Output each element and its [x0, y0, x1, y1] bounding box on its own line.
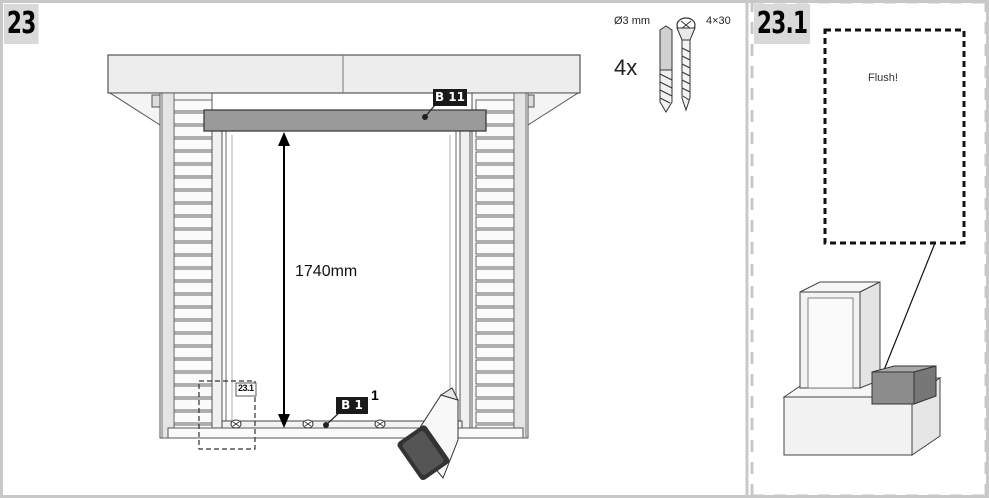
- main-illustration: [107, 17, 696, 481]
- pencil-icon: [397, 387, 459, 481]
- quantity-label: 4x: [614, 55, 638, 80]
- step-number: 23: [4, 4, 39, 44]
- magnify-frame: [823, 28, 966, 245]
- right-wall: [459, 92, 529, 439]
- drill-size-label: Ø3 mm: [614, 15, 651, 27]
- part-tag-b1: B 1: [336, 397, 368, 414]
- screw-icon: [676, 17, 696, 112]
- flush-note: Flush!: [868, 72, 898, 84]
- detail-callout-box: [198, 380, 256, 450]
- part-callout-number: 1: [371, 387, 379, 403]
- dimension-arrow: [278, 132, 290, 428]
- detail-step-number: 23.1: [754, 4, 811, 44]
- dimension-label: 1740mm: [295, 263, 358, 280]
- screw-size-label: 4×30: [706, 15, 731, 27]
- top-beam-b11: [203, 109, 487, 132]
- part-tag-b11: B 11: [433, 89, 467, 106]
- left-wall: [159, 92, 223, 439]
- drill-bit-icon: [659, 25, 673, 113]
- detail-callout-label: 23.1: [238, 383, 254, 393]
